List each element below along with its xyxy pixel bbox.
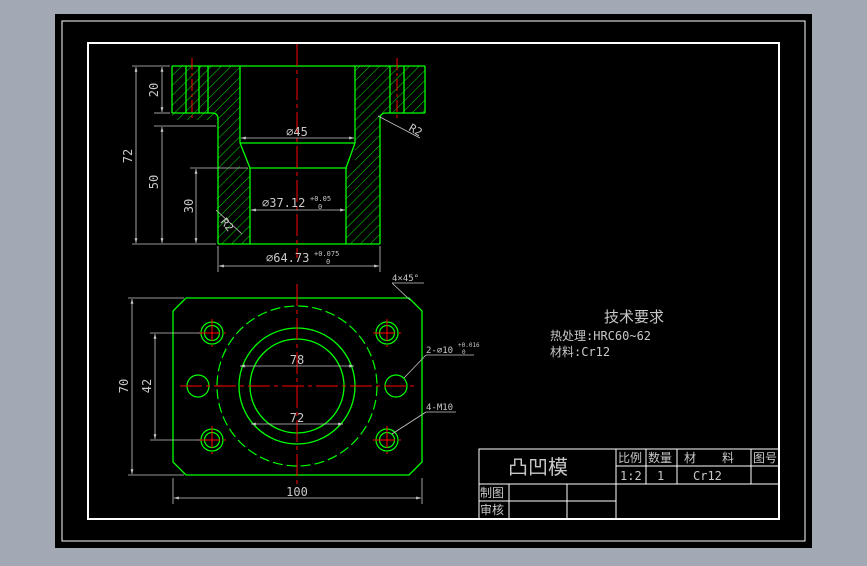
notes-title: 技术要求 xyxy=(604,308,664,326)
section-view[interactable]: 72 20 50 30 ⌀45 ⌀37.12 +0.05 0 ⌀64.73 +0… xyxy=(121,44,426,272)
drawing-sheet xyxy=(55,14,812,548)
dim-d-inner: ⌀37.12 xyxy=(262,196,305,210)
dim-holes-tol-low: 0 xyxy=(462,349,466,356)
dim-r-fillet: R2 xyxy=(407,121,425,139)
dim-ring-outer: 78 xyxy=(290,353,304,367)
dim-chamfer: 4×45° xyxy=(392,274,419,284)
dim-holes-label: 2-⌀10 xyxy=(426,346,453,356)
dim-width: 100 xyxy=(286,485,308,499)
header-drawing-no: 图号 xyxy=(753,451,777,465)
header-qty: 数量 xyxy=(648,450,672,465)
plan-centerlines xyxy=(180,284,414,488)
section-dimensions xyxy=(132,65,421,272)
plan-view[interactable]: 70 42 100 78 72 4×45° 2-⌀10 +0.016 0 4-M… xyxy=(117,274,480,504)
dim-holes-tol-up: +0.016 xyxy=(458,342,480,349)
dim-d-bore: ⌀45 xyxy=(286,125,308,139)
title-block[interactable]: 凸凹模 比例 数量 材 料 图号 1:2 1 Cr12 制图 审核 xyxy=(478,448,780,520)
notes-heat-treatment: 热处理:HRC60~62 xyxy=(550,329,651,343)
value-scale: 1:2 xyxy=(620,469,642,483)
dim-height: 70 xyxy=(117,379,131,393)
dim-h-total: 72 xyxy=(121,149,135,163)
header-scale: 比例 xyxy=(618,451,642,465)
dim-d-outer-tol-low: 0 xyxy=(326,258,330,266)
header-material-1: 材 xyxy=(684,451,696,465)
section-outline xyxy=(171,65,426,245)
label-checked: 审核 xyxy=(480,502,504,517)
dim-hole-pitch: 42 xyxy=(140,379,154,393)
plate-outline xyxy=(172,297,423,476)
plan-dimensions xyxy=(128,282,474,504)
label-drawn: 制图 xyxy=(480,486,504,500)
value-qty: 1 xyxy=(657,469,664,483)
dim-threads-label: 4-M10 xyxy=(426,403,453,413)
header-material-2: 料 xyxy=(722,451,734,465)
notes-material: 材料:Cr12 xyxy=(550,345,610,359)
technical-notes: 技术要求 热处理:HRC60~62 材料:Cr12 xyxy=(550,308,664,359)
inner-frame xyxy=(87,42,780,520)
dim-d-inner-tol-up: +0.05 xyxy=(310,195,331,203)
outer-border xyxy=(61,20,806,542)
dim-h-body: 50 xyxy=(147,175,161,189)
value-material: Cr12 xyxy=(693,469,722,483)
dim-d-outer: ⌀64.73 xyxy=(266,251,309,265)
dim-h-step: 30 xyxy=(182,199,196,213)
part-name: 凸凹模 xyxy=(508,455,568,479)
dim-d-outer-tol-up: +0.075 xyxy=(314,250,339,258)
dim-ring-inner: 72 xyxy=(290,411,304,425)
dim-h-flange: 20 xyxy=(147,83,161,97)
dim-d-inner-tol-low: 0 xyxy=(318,203,322,211)
